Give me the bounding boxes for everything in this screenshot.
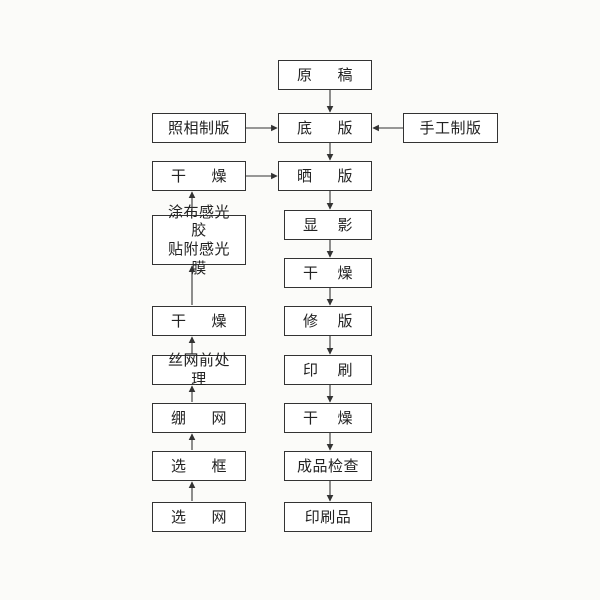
retouch-char-2: 版 — [337, 311, 353, 330]
print-char-2: 刷 — [337, 360, 353, 379]
exposure-box: 晒版 — [278, 161, 372, 191]
photo-plate-label: 照相制版 — [167, 118, 230, 137]
select-frame-box: 选框 — [152, 451, 246, 481]
dry-bottom-char-2: 燥 — [211, 311, 227, 330]
exposure-char-1: 晒 — [297, 166, 313, 185]
pretreat-box: 丝网前处理 — [152, 351, 246, 388]
dry-top-char-1: 干 — [171, 166, 187, 185]
dry-top-box: 干燥 — [152, 161, 246, 191]
develop-box: 显影 — [284, 210, 372, 240]
retouch-box: 修版 — [284, 306, 372, 336]
dry-char-1: 干 — [303, 263, 319, 282]
dry2-char-1: 干 — [303, 408, 319, 427]
inspection-label: 成品检查 — [296, 456, 359, 475]
dry-bottom-char-1: 干 — [171, 311, 187, 330]
select-frame-char-2: 框 — [211, 456, 227, 475]
stretch-char-2: 网 — [211, 408, 227, 427]
select-mesh-char-1: 选 — [171, 507, 187, 526]
inspection-box: 成品检查 — [284, 451, 372, 481]
dry-box: 干燥 — [284, 258, 372, 288]
original-box: 原稿 — [278, 60, 372, 90]
base-plate-box: 底版 — [278, 113, 372, 143]
develop-char-1: 显 — [303, 215, 319, 234]
photo-plate-box: 照相制版 — [152, 113, 246, 143]
pretreat-label: 丝网前处理 — [167, 351, 230, 388]
stretch-char-1: 绷 — [171, 408, 187, 427]
product-box: 印刷品 — [284, 502, 372, 532]
coating-line-1: 涂布感光胶 — [167, 202, 230, 240]
coating-line-2: 贴附感光膜 — [167, 240, 230, 277]
develop-char-2: 影 — [337, 215, 353, 234]
dry2-box: 干燥 — [284, 403, 372, 433]
original-char-2: 稿 — [337, 65, 353, 84]
coating-box: 涂布感光胶 贴附感光膜 — [152, 203, 246, 277]
base-plate-char-2: 版 — [337, 118, 353, 137]
print-box: 印刷 — [284, 355, 372, 385]
exposure-char-2: 版 — [337, 166, 353, 185]
select-mesh-box: 选网 — [152, 502, 246, 532]
print-char-1: 印 — [303, 360, 319, 379]
select-mesh-char-2: 网 — [211, 507, 227, 526]
select-frame-char-1: 选 — [171, 456, 187, 475]
dry2-char-2: 燥 — [337, 408, 353, 427]
base-plate-char-1: 底 — [297, 118, 313, 137]
dry-top-char-2: 燥 — [211, 166, 227, 185]
retouch-char-1: 修 — [303, 311, 319, 330]
original-char-1: 原 — [297, 65, 313, 84]
manual-plate-label: 手工制版 — [419, 118, 482, 137]
dry-bottom-box: 干燥 — [152, 306, 246, 336]
dry-char-2: 燥 — [337, 263, 353, 282]
stretch-box: 绷网 — [152, 403, 246, 433]
product-label: 印刷品 — [304, 507, 352, 526]
manual-plate-box: 手工制版 — [403, 113, 498, 143]
